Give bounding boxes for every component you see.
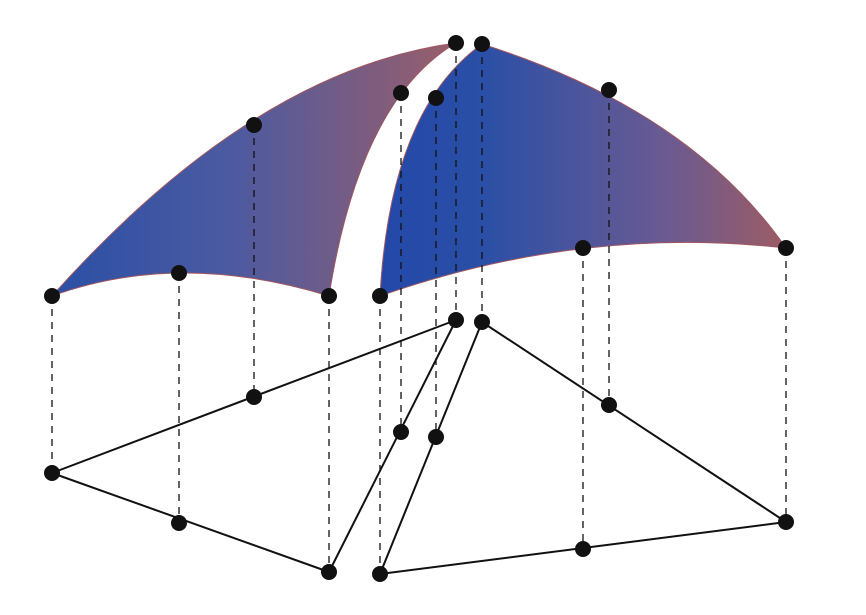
control-point <box>428 90 444 106</box>
triangle-edge <box>481 321 787 523</box>
control-point <box>372 288 388 304</box>
control-point <box>44 288 60 304</box>
control-point <box>171 265 187 281</box>
domain-point <box>246 389 262 405</box>
control-point <box>778 240 794 256</box>
control-point <box>601 82 617 98</box>
control-point <box>321 288 337 304</box>
domain-point <box>393 424 409 440</box>
domain-point <box>372 566 388 582</box>
control-point <box>474 36 490 52</box>
domain-point <box>601 397 617 413</box>
domain-point <box>575 541 591 557</box>
control-point <box>448 35 464 51</box>
domain-point <box>171 515 187 531</box>
triangle-edge <box>328 319 457 573</box>
control-point <box>575 240 591 256</box>
domain-point <box>448 312 464 328</box>
domain-point <box>44 465 60 481</box>
control-point <box>393 85 409 101</box>
triangle-edge <box>51 472 330 573</box>
right-surface-patch <box>379 43 788 297</box>
projection-lines <box>51 43 787 574</box>
surface-control-points <box>44 35 794 304</box>
domain-point <box>778 514 794 530</box>
domain-point <box>321 564 337 580</box>
domain-points <box>44 312 794 582</box>
control-point <box>246 117 262 133</box>
domain-point <box>428 429 444 445</box>
triangle-edge <box>379 321 483 575</box>
domain-point <box>474 314 490 330</box>
